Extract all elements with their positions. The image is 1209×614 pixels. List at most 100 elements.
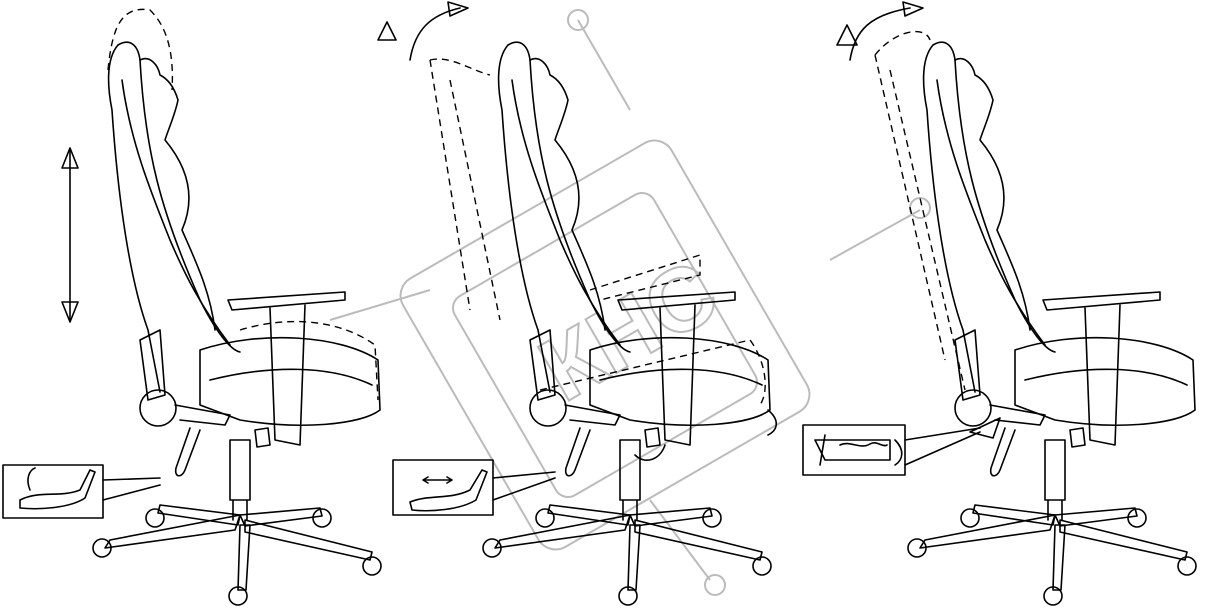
caster-wheel <box>145 508 165 528</box>
tilt-mechanism <box>174 404 231 426</box>
lever-inset <box>392 459 494 516</box>
armrest-pad <box>617 291 736 311</box>
gas-lift <box>1044 439 1066 521</box>
watermark-line <box>829 209 921 261</box>
raised-armrest-outline <box>589 254 701 301</box>
chair-1 <box>2 8 382 606</box>
base-leg <box>627 524 641 591</box>
side-bracket <box>139 329 166 401</box>
caster-wheel <box>1043 586 1063 606</box>
caster-wheel <box>907 538 927 558</box>
reclined-backrest-outline <box>874 30 966 391</box>
watermark-dot <box>567 9 589 31</box>
caster-wheel <box>752 556 772 576</box>
caster-wheel <box>482 538 502 558</box>
recline-knob <box>954 389 992 427</box>
height-lever <box>989 427 1016 477</box>
inset-pointer <box>102 477 161 501</box>
caster-wheel <box>535 508 555 528</box>
seat-seam <box>1024 368 1188 386</box>
backrest-side <box>529 57 606 331</box>
caster-wheel <box>618 586 638 606</box>
backrest-seam <box>511 79 621 346</box>
backrest-outline <box>497 41 631 393</box>
inset-rotate-arrow <box>894 439 903 466</box>
watermark-dot <box>704 574 726 596</box>
tilt-mechanism <box>564 404 621 426</box>
backrest-outline <box>922 41 1056 393</box>
seat-cushion <box>199 336 381 426</box>
raised-backrest-outline <box>107 8 174 91</box>
base-leg <box>1059 519 1188 561</box>
lever-indicator-arrow <box>969 417 1001 439</box>
recline-arrow <box>849 7 911 61</box>
caster-wheel <box>960 508 980 528</box>
caster-wheel <box>312 508 332 528</box>
backrest-side <box>954 57 1031 331</box>
base-leg <box>634 519 763 561</box>
base-leg <box>237 524 251 591</box>
raised-seat-outline <box>239 320 379 401</box>
tilted-seat-outline <box>539 339 766 406</box>
watermark-logo: КНС <box>329 9 931 596</box>
caster-wheel <box>1177 556 1197 576</box>
seat-cushion <box>1014 336 1196 426</box>
armrest-rotate-heads <box>377 1 469 41</box>
seat-seam <box>209 368 373 386</box>
base-leg <box>1052 524 1066 591</box>
armrest-rotate-arrow <box>409 7 461 61</box>
tilt-arrow <box>767 409 778 436</box>
backrest-seam <box>121 79 231 346</box>
caster-wheel <box>1127 508 1147 528</box>
base-leg <box>494 514 631 549</box>
watermark-frame-outer <box>399 139 811 551</box>
base-leg <box>1054 507 1138 527</box>
ratchet-inset <box>802 424 906 476</box>
inset-pointer <box>904 427 981 466</box>
tension-knob <box>644 427 661 448</box>
backrest-side <box>139 57 216 331</box>
side-bracket <box>529 329 556 401</box>
height-lever <box>174 427 201 477</box>
inset-slide-arrow <box>422 476 453 484</box>
inset-pointer <box>492 471 556 501</box>
base-leg <box>104 514 241 549</box>
base-leg <box>629 507 713 527</box>
chair-2 <box>377 1 778 606</box>
armrest-post <box>659 304 696 446</box>
recline-knob <box>529 389 567 427</box>
armrest-pad <box>1042 291 1161 311</box>
caster-wheel <box>362 556 382 576</box>
watermark-line <box>329 289 431 321</box>
backrest-outline <box>107 41 241 393</box>
caster-wheel <box>92 538 112 558</box>
lever-inset <box>2 464 104 519</box>
watermark-line <box>649 499 711 581</box>
inset-ratchet <box>814 434 891 466</box>
recline-knob <box>139 389 177 427</box>
seat-cushion <box>589 336 771 426</box>
watermark-line <box>577 19 631 111</box>
watermark-frame-inner <box>452 192 758 498</box>
armrest-post <box>269 304 306 446</box>
tilted-backrest-outline <box>429 58 501 321</box>
gas-lift <box>619 439 641 521</box>
caster-wheel <box>228 586 248 606</box>
base-leg <box>157 504 241 526</box>
base-leg <box>972 504 1056 526</box>
tilt-mechanism <box>989 404 1046 426</box>
base-leg <box>547 504 631 526</box>
base-leg <box>919 514 1056 549</box>
recline-heads <box>836 1 924 46</box>
tension-arrow <box>634 444 666 461</box>
caster-wheel <box>702 508 722 528</box>
inset-lever <box>19 469 96 510</box>
inset-lever <box>409 469 488 512</box>
backrest-seam <box>936 79 1046 346</box>
armrest-post <box>1084 304 1121 446</box>
base-leg <box>239 507 323 527</box>
base-leg <box>244 519 373 561</box>
height-lever <box>564 427 591 477</box>
